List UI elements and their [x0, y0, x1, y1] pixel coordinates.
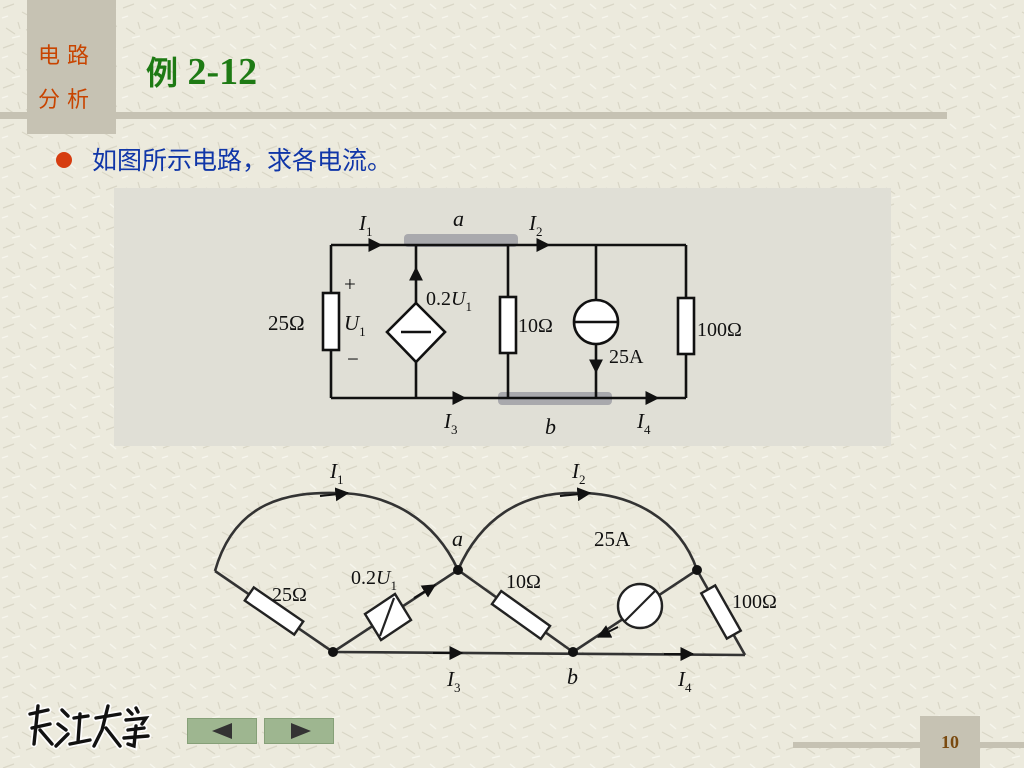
course-name-line1: 电 路	[38, 44, 89, 69]
resistor-10-icon	[498, 295, 518, 355]
graph-resistor-25-icon	[243, 585, 305, 637]
footer-rule	[793, 742, 1024, 748]
label-i4: I4	[636, 409, 651, 437]
page-number: 10	[920, 716, 980, 768]
label-node-b: b	[545, 414, 556, 439]
resistor-25-icon	[321, 291, 341, 352]
label-r25: 25Ω	[268, 311, 305, 335]
graph-label-r100: 100Ω	[732, 591, 777, 613]
current-source-icon	[572, 298, 620, 346]
graph-label-i2: I2	[571, 459, 586, 487]
graph-label-node-b: b	[567, 664, 578, 689]
graph-dependent-source-icon	[363, 592, 413, 642]
graph-label-25a: 25A	[594, 527, 631, 551]
graph-node-a	[453, 565, 463, 575]
header-rule	[0, 112, 947, 119]
label-i2: I2	[528, 211, 543, 239]
triangle-left-icon	[212, 723, 232, 739]
graph-25a-arrow	[596, 625, 619, 638]
bullet-icon	[56, 152, 72, 168]
label-r10: 10Ω	[518, 315, 553, 337]
graph-i2-arrow	[559, 487, 592, 502]
label-dependent-source: 0.2U1	[426, 288, 472, 314]
label-25a: 25A	[609, 346, 644, 368]
label-i1: I1	[358, 211, 373, 239]
graph-label-r25: 25Ω	[272, 584, 307, 606]
label-node-a: a	[453, 206, 464, 231]
graph-dependent-arrow	[413, 584, 437, 599]
graph-label-node-a: a	[452, 526, 463, 551]
label-u1: U1	[344, 311, 366, 339]
dependent-source-icon	[385, 301, 447, 364]
graph-label-i4: I4	[677, 667, 692, 695]
slide-title: 例 2-12	[146, 48, 257, 94]
graph-resistor-10-icon	[490, 589, 552, 641]
graph-i1-arrow	[319, 487, 350, 502]
title-number: 2-12	[187, 51, 258, 93]
label-plus: +	[344, 272, 356, 296]
resistor-100-icon	[676, 296, 696, 356]
graph-node-right	[692, 565, 702, 575]
university-logo	[26, 702, 152, 751]
next-button[interactable]	[264, 718, 334, 744]
graph-node-b	[568, 647, 578, 657]
graph-label-r10: 10Ω	[506, 571, 541, 593]
graph-node-left	[328, 647, 338, 657]
title-prefix: 例	[146, 54, 179, 92]
course-name-line2: 分 析	[38, 88, 89, 113]
graph-label-i1: I1	[329, 459, 344, 487]
graph-current-source-icon	[616, 582, 664, 630]
triangle-right-icon	[291, 723, 311, 739]
problem-statement: 如图所示电路，求各电流。	[92, 146, 393, 175]
label-minus: −	[347, 347, 359, 371]
graph-resistor-100-icon	[699, 583, 743, 641]
graph-label-dependent: 0.2U1	[351, 567, 397, 593]
label-r100: 100Ω	[697, 319, 742, 341]
prev-button[interactable]	[187, 718, 257, 744]
course-badge: 电 路 分 析	[27, 0, 116, 134]
graph-label-i3: I3	[446, 667, 461, 695]
label-i3: I3	[443, 409, 458, 437]
